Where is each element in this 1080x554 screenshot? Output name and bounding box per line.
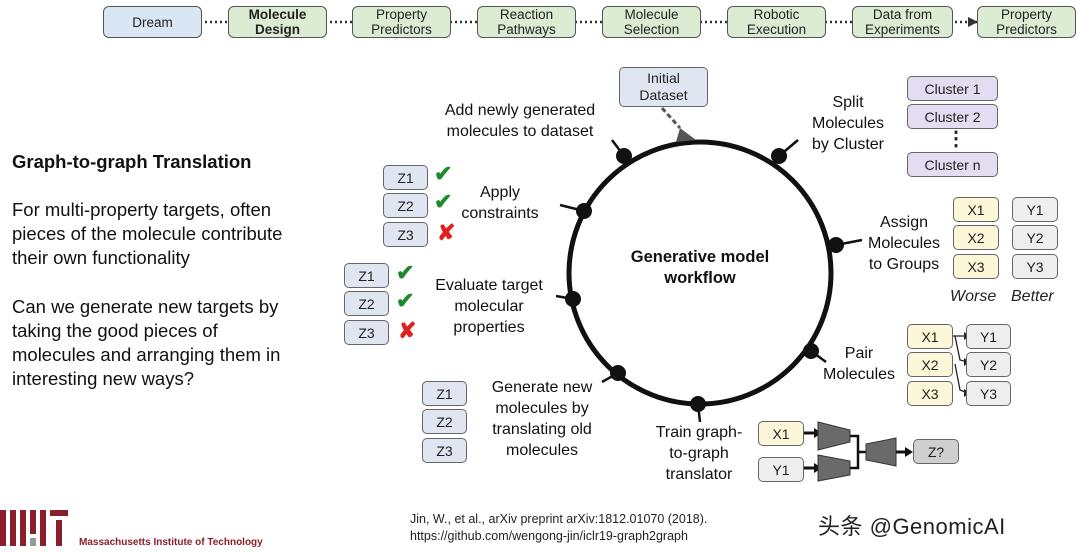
constrained-chip-removed[interactable]: Z3 [383,222,428,247]
better-label: Better [1011,288,1054,305]
cluster-box[interactable]: Cluster n [907,152,998,177]
group-x-chip[interactable]: X1 [953,197,999,222]
pipeline-step-property-predictors-final[interactable]: Property Predictors [977,6,1076,38]
pair-y-chip[interactable]: Y1 [966,324,1011,349]
translator-input-x[interactable]: X1 [758,421,804,446]
group-x-chip[interactable]: X3 [953,254,999,279]
citation: Jin, W., et al., arXiv preprint arXiv:18… [410,512,708,543]
pair-y-chip[interactable]: Y2 [966,352,1011,377]
check-icon: ✔ [434,161,453,186]
step-apply-label: Apply constraints [461,184,539,222]
constrained-chip[interactable]: Z2 [383,193,428,218]
group-y-chip[interactable]: Y2 [1012,225,1058,250]
pipeline-step-molecule-design[interactable]: Molecule Design [228,6,327,38]
pipeline-arrowhead [968,17,978,27]
pair-y-chip[interactable]: Y3 [966,381,1011,406]
constrained-chip[interactable]: Z1 [383,165,428,190]
step-pair-label: Pair Molecules [822,345,896,383]
translator-output-z[interactable]: Z? [913,439,959,464]
initial-dataset-box[interactable]: Initial Dataset [619,67,708,107]
pair-x-chip[interactable]: X2 [907,352,953,377]
pair-x-chip[interactable]: X3 [907,381,953,406]
step-evaluate-label: Evaluate target molecular properties [435,277,543,336]
cross-icon: ✘ [437,220,456,245]
translator-network [803,421,913,482]
question-paragraph: Can we generate new targets by taking th… [12,296,281,389]
pipeline-step-molecule-selection[interactable]: Molecule Selection [602,6,701,38]
step-train-label: Train graph- to-graph translator [655,424,743,483]
evaluated-chip[interactable]: Z3 [344,320,389,345]
worse-label: Worse [950,288,997,305]
translator-input-y[interactable]: Y1 [758,457,804,482]
group-x-chip[interactable]: X2 [953,225,999,250]
check-icon: ✔ [434,189,453,214]
section-title: Graph-to-graph Translation [12,151,252,172]
cluster-box[interactable]: Cluster 1 [907,76,998,101]
pipeline-step-reaction-pathways[interactable]: Reaction Pathways [477,6,576,38]
pipeline-step-property-predictors[interactable]: Property Predictors [352,6,451,38]
pipeline-step-robotic-execution[interactable]: Robotic Execution [727,6,826,38]
step-split-label: Split Molecules by Cluster [811,94,885,153]
mit-logo-text: Massachusetts Institute of Technology [79,537,263,548]
group-y-chip[interactable]: Y1 [1012,197,1058,222]
check-icon: ✔ [396,288,415,313]
pipeline-step-dream[interactable]: Dream [103,6,202,38]
intro-paragraph: For multi-property targets, often pieces… [12,199,283,268]
pipeline-step-data-from-experiments[interactable]: Data from Experiments [852,6,953,38]
cycle-arrowhead [676,128,696,142]
generated-chip[interactable]: Z3 [422,438,467,463]
center-label: Generative model workflow [630,248,770,287]
mit-logo [0,510,68,546]
step-generate-label: Generate new molecules by translating ol… [491,379,593,459]
dataset-arrow [660,106,682,130]
step-nodes [555,139,863,423]
evaluated-chip[interactable]: Z1 [344,263,389,288]
group-y-chip[interactable]: Y3 [1012,254,1058,279]
evaluated-chip[interactable]: Z2 [344,291,389,316]
cluster-box[interactable]: Cluster 2 [907,104,998,129]
cross-icon: ✘ [398,318,417,343]
cluster-ellipsis: ⋮ [946,128,966,150]
step-assign-label: Assign Molecules to Groups [867,214,941,273]
generated-chip[interactable]: Z1 [422,381,467,406]
watermark: 头条 @GenomicAI [818,514,1006,539]
generated-chip[interactable]: Z2 [422,409,467,434]
step-add-label: Add newly generated molecules to dataset [444,102,596,140]
check-icon: ✔ [396,260,415,285]
pair-x-chip[interactable]: X1 [907,324,953,349]
